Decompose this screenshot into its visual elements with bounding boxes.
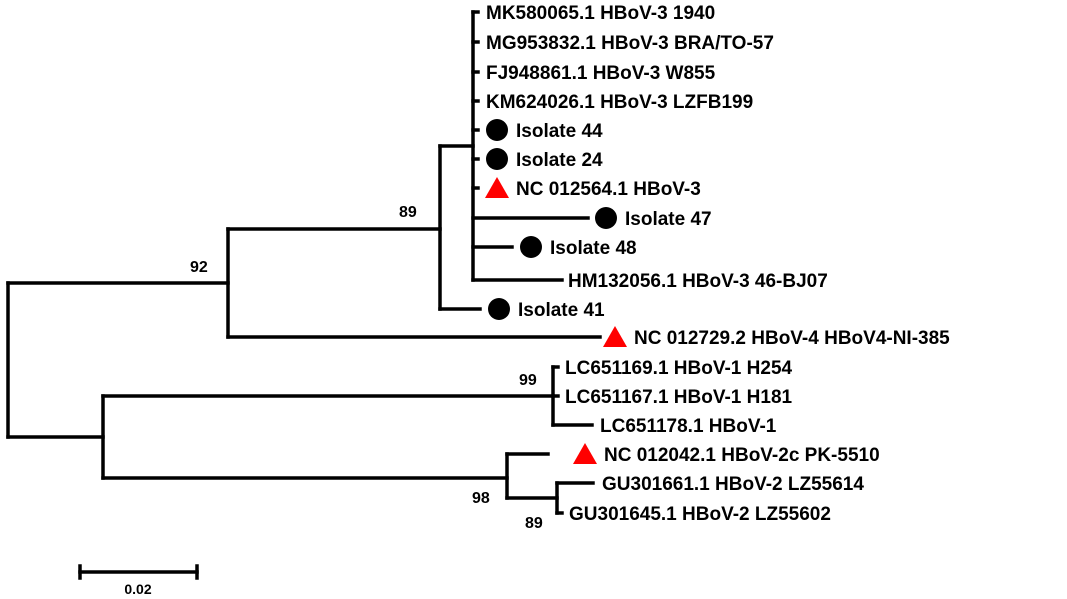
- leaf-label: GU301661.1 HBoV-2 LZ55614: [602, 474, 864, 495]
- bootstrap-value: 89: [525, 515, 543, 532]
- leaf-label: NC 012729.2 HBoV-4 HBoV4-NI-385: [634, 328, 950, 349]
- circle-marker-icon: [486, 119, 508, 141]
- triangle-marker-icon: [603, 326, 627, 347]
- support-values: 89 92 99 98 89: [190, 204, 543, 532]
- leaf-markers: [485, 119, 627, 464]
- circle-marker-icon: [488, 298, 510, 320]
- leaf-label: Isolate 48: [550, 238, 637, 259]
- leaf-labels: MK580065.1 HBoV-3 1940 MG953832.1 HBoV-3…: [486, 3, 950, 525]
- leaf-label: Isolate 47: [625, 209, 712, 230]
- leaf-label: LC651178.1 HBoV-1: [600, 416, 777, 437]
- bootstrap-value: 92: [190, 259, 208, 276]
- triangle-marker-icon: [573, 443, 597, 464]
- leaf-label: LC651169.1 HBoV-1 H254: [565, 358, 793, 379]
- leaf-label: HM132056.1 HBoV-3 46-BJ07: [568, 271, 828, 292]
- leaf-label: GU301645.1 HBoV-2 LZ55602: [569, 504, 831, 525]
- bootstrap-value: 99: [519, 372, 537, 389]
- leaf-label: NC 012042.1 HBoV-2c PK-5510: [604, 445, 880, 466]
- circle-marker-icon: [486, 148, 508, 170]
- leaf-label: Isolate 24: [516, 150, 603, 171]
- leaf-label: FJ948861.1 HBoV-3 W855: [486, 63, 716, 84]
- leaf-label: NC 012564.1 HBoV-3: [516, 179, 701, 200]
- leaf-label: MK580065.1 HBoV-3 1940: [486, 3, 715, 24]
- leaf-label: KM624026.1 HBoV-3 LZFB199: [486, 92, 753, 113]
- leaf-label: MG953832.1 HBoV-3 BRA/TO-57: [486, 33, 774, 54]
- triangle-marker-icon: [485, 177, 509, 198]
- scale-bar-label: 0.02: [124, 581, 151, 597]
- circle-marker-icon: [520, 236, 542, 258]
- bootstrap-value: 98: [472, 490, 490, 507]
- bootstrap-value: 89: [399, 204, 417, 221]
- tree-branches: [6, 10, 602, 515]
- leaf-label: Isolate 41: [518, 300, 605, 321]
- circle-marker-icon: [595, 207, 617, 229]
- scale-bar: 0.02: [78, 564, 199, 597]
- leaf-label: LC651167.1 HBoV-1 H181: [565, 387, 793, 408]
- leaf-label: Isolate 44: [516, 121, 603, 142]
